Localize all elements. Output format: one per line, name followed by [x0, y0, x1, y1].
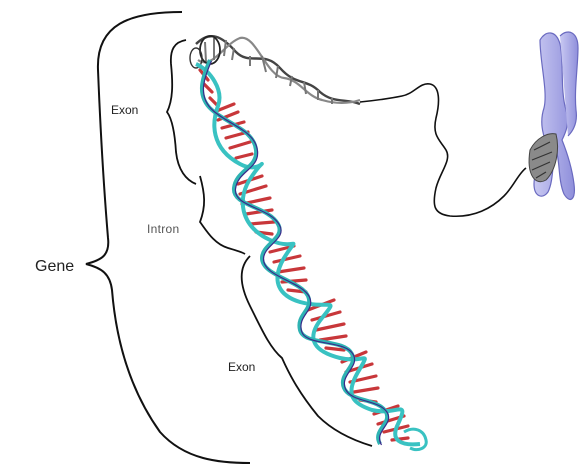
exon-top-label: Exon: [111, 103, 138, 117]
gene-label: Gene: [35, 258, 74, 276]
chromosome: [529, 32, 578, 199]
chromatin-fiber: [360, 84, 526, 216]
dna-double-helix: [196, 60, 426, 450]
exon-bottom-label: Exon: [228, 360, 255, 374]
exon-top-brace: [167, 40, 196, 184]
far-helix: [190, 36, 360, 104]
gene-brace: [86, 12, 250, 463]
intron-label: Intron: [147, 222, 180, 236]
intron-brace: [200, 176, 245, 254]
